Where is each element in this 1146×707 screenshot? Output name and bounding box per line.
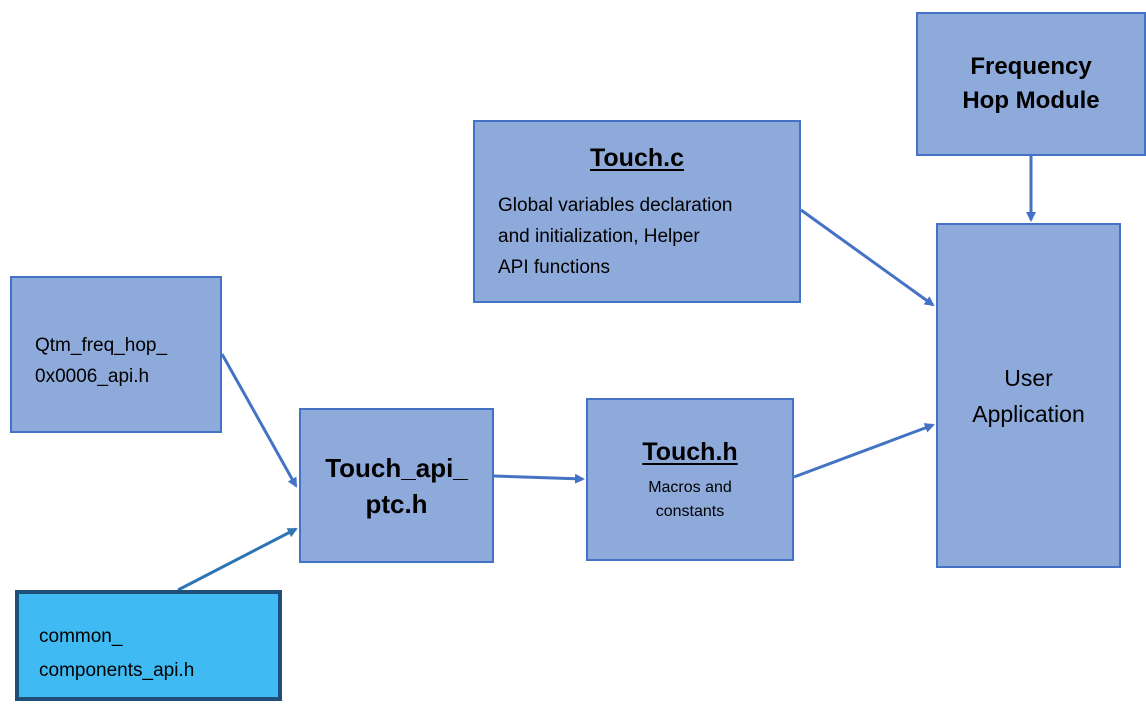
- qtm-freq-hop-api-label-line-2: 0x0006_api.h: [35, 366, 150, 387]
- common-components-api-label-line-2: components_api.h: [39, 660, 195, 681]
- arrow-qtm-api-to-touch-api-ptc: [220, 353, 298, 488]
- touch-c-description-line-2: and initialization, Helper: [498, 226, 700, 247]
- touch-c-description: Global variables declaration and initial…: [498, 190, 732, 283]
- arrow-touch-api-ptc-to-touch-h: [493, 473, 585, 484]
- arrow-common-components-to-touch-api-ptc: [177, 527, 298, 592]
- user-application-label-line-2: Application: [972, 400, 1085, 427]
- user-application-box: User Application: [936, 223, 1121, 568]
- common-components-api-label-line-1: common_: [39, 626, 123, 647]
- common-components-api-box: common_ components_api.h: [15, 590, 282, 701]
- touch-api-ptc-label-line-2: ptc.h: [365, 488, 428, 519]
- frequency-hop-module-box: Frequency Hop Module: [916, 12, 1146, 156]
- user-application-label-line-1: User: [1004, 364, 1053, 391]
- touch-h-box: Touch.h Macros and constants: [586, 398, 794, 561]
- arrow-touch-h-to-user-app: [793, 423, 935, 479]
- common-components-api-label: common_ components_api.h: [39, 620, 194, 688]
- qtm-freq-hop-api-box: Qtm_freq_hop_ 0x0006_api.h: [10, 276, 222, 433]
- frequency-hop-module-label-line-1: Frequency: [970, 53, 1092, 80]
- touch-h-description: Macros and constants: [588, 476, 792, 524]
- touch-c-title: Touch.c: [590, 144, 684, 172]
- touch-api-ptc-label-line-1: Touch_api_: [325, 452, 468, 483]
- touch-h-description-line-1: Macros and: [648, 479, 732, 496]
- frequency-hop-module-label-line-2: Hop Module: [962, 87, 1100, 114]
- qtm-freq-hop-api-label: Qtm_freq_hop_ 0x0006_api.h: [35, 330, 167, 392]
- touch-h-title: Touch.h: [642, 438, 738, 466]
- touch-c-box: Touch.c Global variables declaration and…: [473, 120, 801, 303]
- qtm-freq-hop-api-label-line-1: Qtm_freq_hop_: [35, 335, 168, 356]
- touch-c-description-line-3: API functions: [498, 257, 610, 278]
- touch-api-ptc-box: Touch_api_ ptc.h: [299, 408, 494, 563]
- arrow-touch-c-to-user-app: [800, 208, 935, 307]
- touch-h-description-line-2: constants: [655, 503, 725, 520]
- touch-c-description-line-1: Global variables declaration: [498, 195, 733, 216]
